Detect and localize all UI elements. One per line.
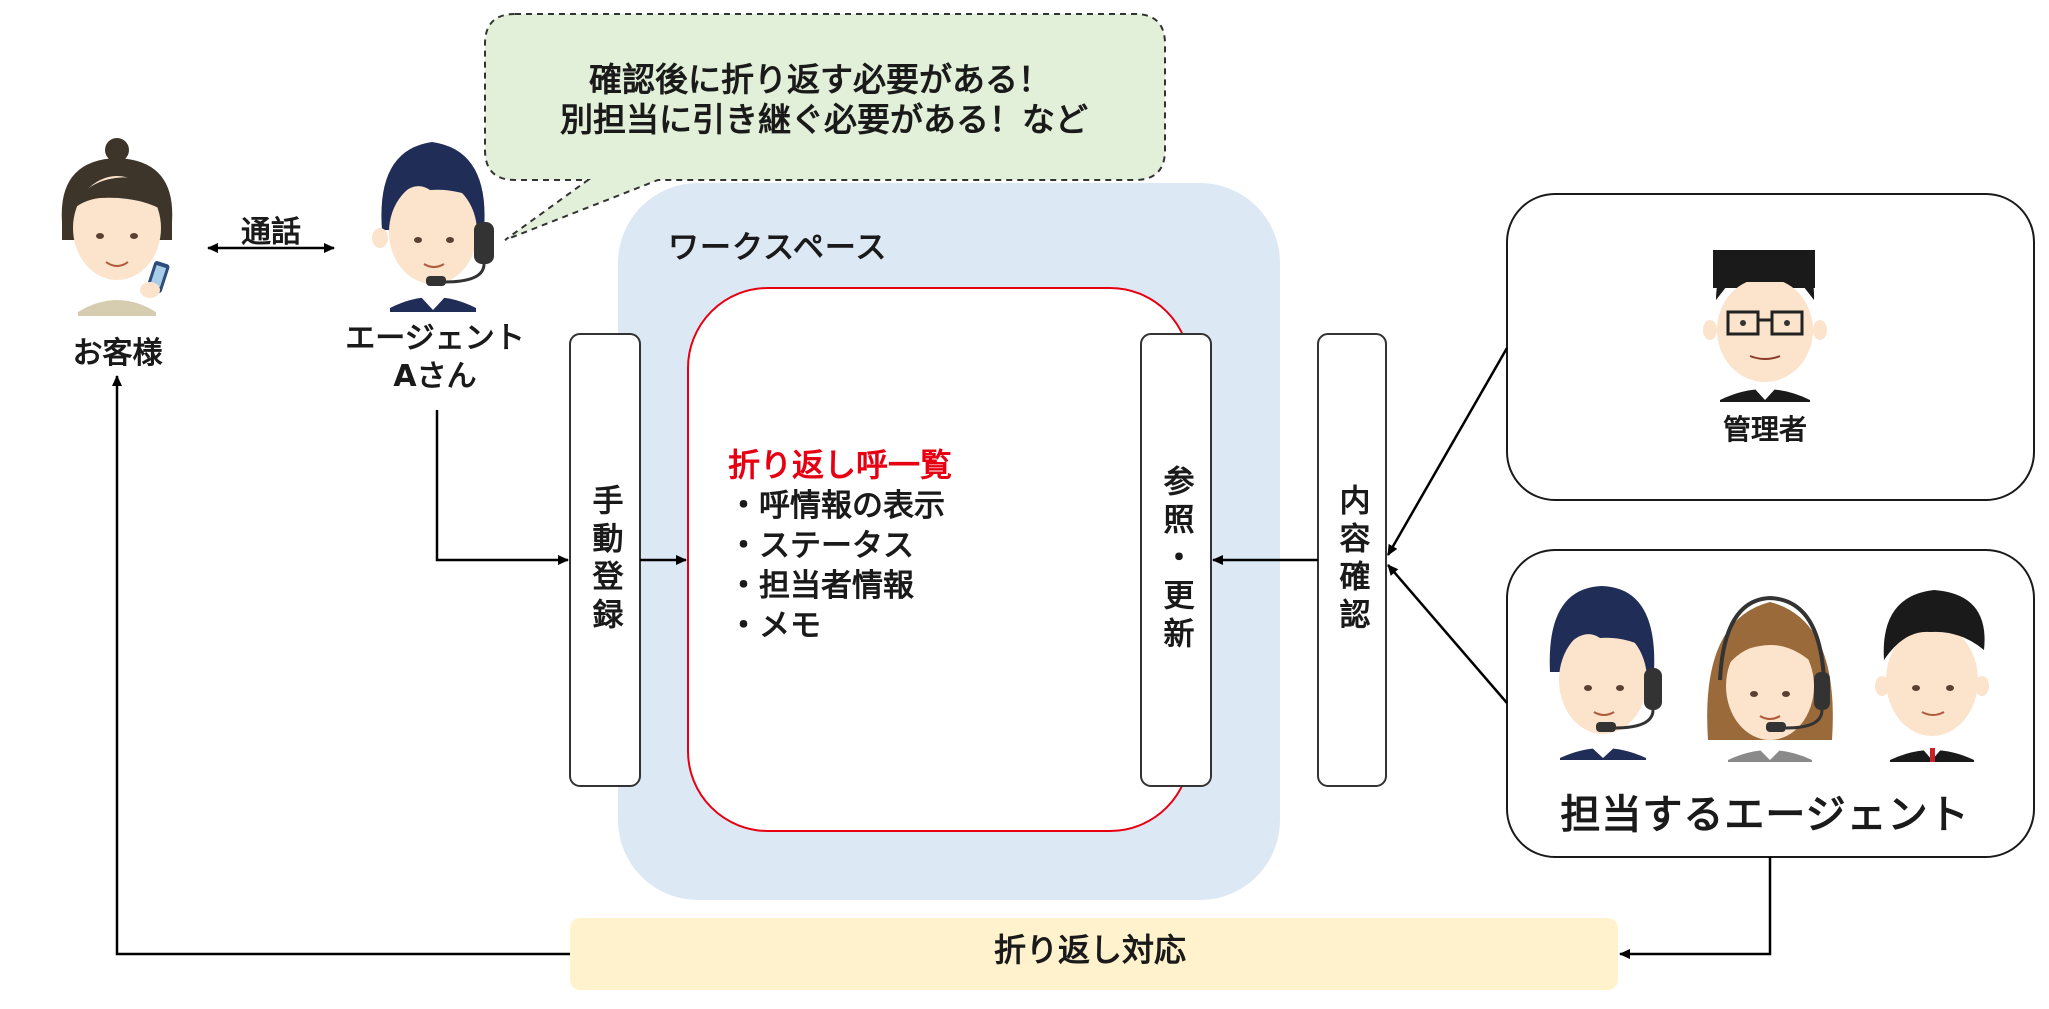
assigned-agent-man-icon xyxy=(1875,590,1989,762)
agent-a-label-line-2: Aさん xyxy=(393,359,477,394)
bubble-line-1: 確認後に折り返す必要がある！ xyxy=(589,60,1051,99)
agents-to-check-arrow xyxy=(1387,564,1508,704)
view-update-label: 参照・更新 xyxy=(1157,465,1194,655)
list-item-memo: ・メモ xyxy=(728,608,821,644)
workspace-title: ワークスペース xyxy=(668,230,888,266)
agent-to-manual-arrow xyxy=(435,410,569,565)
manual-entry-label: 手動登録 xyxy=(586,484,623,636)
assigned-agent-navy-icon xyxy=(1549,586,1662,760)
bubble-line-2: 別担当に引き継ぐ必要がある！など xyxy=(560,100,1088,139)
callback-to-customer-arrow xyxy=(112,375,570,956)
agent-a-label: エージェント Aさん xyxy=(330,320,540,396)
agent-a-icon xyxy=(372,142,494,312)
assigned-agents-label: 担当するエージェント xyxy=(1560,792,1970,838)
view-update-box xyxy=(1140,333,1212,787)
call-label: 通話 xyxy=(241,215,301,250)
list-item-assignee: ・担当者情報 xyxy=(728,568,914,604)
manager-icon xyxy=(1703,250,1827,402)
speech-bubble xyxy=(484,13,1166,241)
customer-label: お客様 xyxy=(72,336,163,371)
bubble-text: 確認後に折り返す必要がある！ 別担当に引き継ぐ必要がある！など xyxy=(560,60,1088,140)
content-check-label: 内容確認 xyxy=(1333,484,1370,636)
manager-to-check-arrow xyxy=(1386,347,1509,556)
customer-icon xyxy=(61,138,173,316)
callback-list-title: 折り返し呼一覧 xyxy=(728,446,953,484)
list-item-call-info: ・呼情報の表示 xyxy=(728,488,945,524)
assigned-agent-brown-icon xyxy=(1707,595,1833,762)
agents-to-callback-arrow xyxy=(1619,857,1772,959)
manager-label: 管理者 xyxy=(1722,413,1807,446)
agent-a-label-line-1: エージェント xyxy=(345,321,525,356)
callback-bar xyxy=(570,918,1618,990)
callback-label: 折り返し対応 xyxy=(993,931,1186,969)
list-item-status: ・ステータス xyxy=(728,528,914,564)
